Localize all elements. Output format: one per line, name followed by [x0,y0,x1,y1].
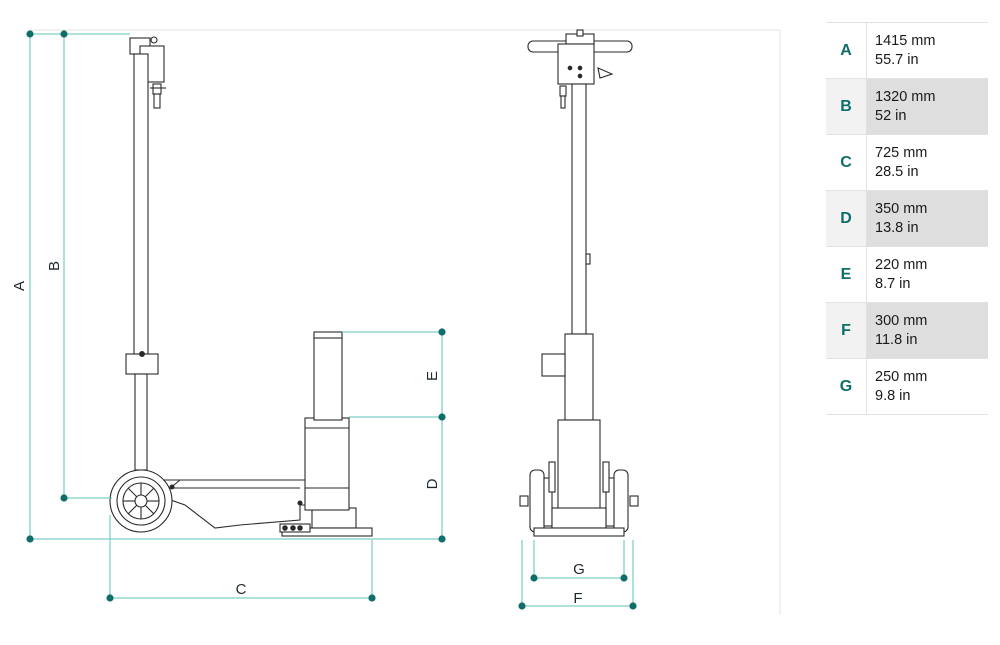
spec-metric: 250 mm [875,368,928,385]
lift-cylinder-body [304,417,350,511]
handle-shaft-upper [133,53,149,355]
dim-label-a: A [11,281,28,291]
front-handle-shaft [571,83,587,335]
spec-imperial: 11.8 in [875,331,918,348]
dim-label-e: E [424,371,441,381]
front-wheel-right [613,469,629,533]
dim-label-f: F [573,590,582,607]
spec-letter: D [826,190,867,247]
lift-cylinder-base [311,507,357,529]
spec-metric: 350 mm [875,200,928,217]
spec-row-b: B 1320 mm 52 in [826,78,988,135]
spec-metric: 1320 mm [875,88,936,105]
dim-label-c: C [236,581,247,598]
handle-clamp [125,353,159,375]
handle-shaft-lower [134,373,148,471]
spec-metric: 725 mm [875,144,928,161]
spec-letter: F [826,302,867,359]
spec-metric: 1415 mm [875,32,936,49]
dimension-points [26,30,637,610]
spec-row-g: G 250 mm 9.8 in [826,358,988,415]
spec-row-c: C 725 mm 28.5 in [826,134,988,191]
dim-label-g: G [573,561,585,578]
front-base-plate [533,527,625,537]
side-view-jack [109,36,373,537]
dim-label-b: B [46,261,63,271]
lift-ram [313,334,343,421]
spec-row-a: A 1415 mm 55.7 in [826,22,988,79]
spec-imperial: 9.8 in [875,387,911,404]
spec-imperial: 52 in [875,107,907,124]
dimension-lines [29,33,634,607]
spec-letter: B [826,78,867,135]
jack-chassis [148,479,321,529]
spec-imperial: 8.7 in [875,275,911,292]
dimension-spec-table: A 1415 mm 55.7 in B 1320 mm 52 in C 725 … [826,22,988,415]
dim-label-d: D [424,478,441,489]
spec-row-d: D 350 mm 13.8 in [826,190,988,247]
spec-metric: 220 mm [875,256,928,273]
spec-row-e: E 220 mm 8.7 in [826,246,988,303]
front-cylinder-lower [557,419,601,511]
spec-metric: 300 mm [875,312,928,329]
front-cylinder-upper [564,333,594,421]
drawing-frame [30,29,781,615]
spec-letter: A [826,22,867,79]
front-wheel-left [529,469,545,533]
spec-letter: E [826,246,867,303]
front-valve-body [557,43,595,85]
spec-letter: C [826,134,867,191]
spec-letter: G [826,358,867,415]
spec-imperial: 13.8 in [875,219,919,236]
front-base [551,507,607,529]
spec-row-f: F 300 mm 11.8 in [826,302,988,359]
spec-imperial: 55.7 in [875,51,919,68]
front-view-jack [519,29,639,537]
spec-imperial: 28.5 in [875,163,919,180]
